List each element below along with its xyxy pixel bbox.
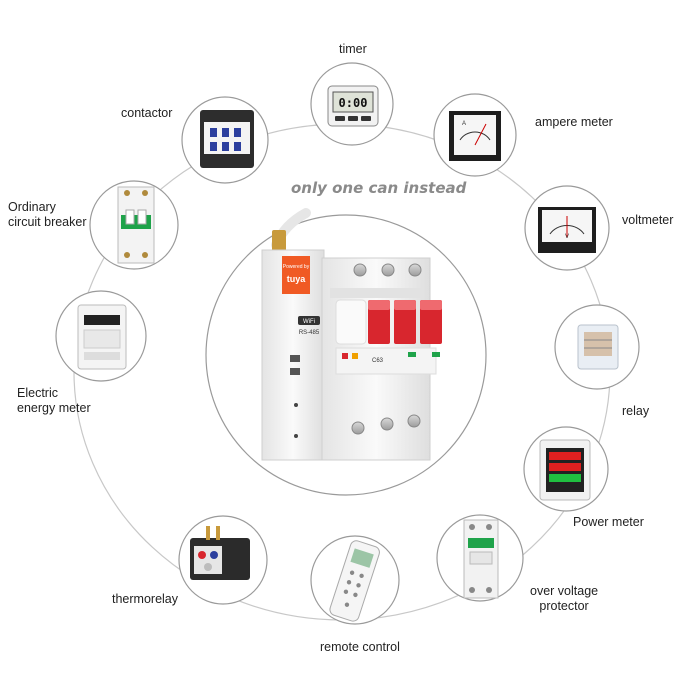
device-contactor [181, 96, 269, 184]
device-relay [554, 304, 640, 390]
timer-display: 0:00 [339, 96, 368, 110]
label-contactor: contactor [121, 106, 173, 120]
label-ampere-meter: ampere meter [535, 115, 613, 129]
top-terminals [353, 263, 422, 277]
label-power-meter: Power meter [573, 515, 644, 529]
label-remote-control: remote control [320, 640, 400, 654]
device-circuit-breaker [89, 180, 179, 270]
label-relay: relay [622, 404, 650, 418]
rs485-label: RS-485 [299, 330, 320, 336]
wifi-label: WiFi [303, 319, 315, 325]
rating-label: C63 [372, 358, 384, 364]
device-thermorelay [178, 515, 268, 605]
device-remote-control [310, 535, 400, 625]
tagline: only one can instead [291, 179, 467, 197]
brand-top-label: Powered by [283, 264, 310, 270]
label-voltmeter: voltmeter [622, 213, 674, 227]
device-energy-meter [55, 290, 147, 382]
label-over-voltage-protector: over voltage protector [530, 584, 599, 613]
breaker-toggles [368, 300, 442, 344]
device-timer: 0:00 [310, 62, 394, 146]
antenna-connector [272, 230, 286, 252]
tuya-badge [282, 256, 310, 294]
label-circuit-breaker: Ordinary circuit breaker [8, 200, 87, 229]
svg-text:A: A [462, 121, 466, 127]
central-product: Powered by tuya WiFi RS-485 [205, 208, 487, 496]
bottom-terminals [351, 414, 421, 435]
label-thermorelay: thermorelay [112, 592, 178, 606]
device-over-voltage-protector [436, 514, 524, 602]
brand-label: tuya [287, 274, 307, 284]
label-energy-meter: Electric energy meter [17, 386, 91, 415]
device-power-meter [523, 426, 609, 512]
device-ampere-meter: A [433, 93, 517, 177]
svg-text:V: V [565, 234, 569, 240]
label-timer: timer [339, 42, 367, 56]
device-voltmeter: V [524, 185, 610, 271]
